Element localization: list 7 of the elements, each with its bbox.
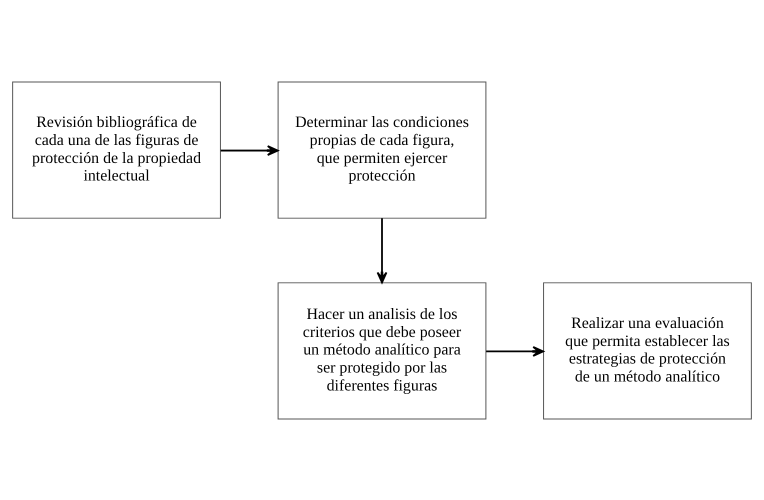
node-box: Realizar una evaluación que permita establecer las estrategias de protección de un método analítico (543, 282, 752, 420)
arrow (376, 218, 388, 283)
node-box: Hacer un analisis de los criterios que debe poseer un método analítico para ser protegido por las diferentes figuras (278, 282, 486, 420)
node-box: Revisión bibliográfica de cada una de las figuras de protección de la propiedad intelectual (12, 80, 221, 218)
arrow (486, 346, 544, 356)
node-box: Determinar las condiciones propias de cada figura, que permiten ejercer protección (278, 80, 486, 218)
arrow (220, 144, 279, 156)
